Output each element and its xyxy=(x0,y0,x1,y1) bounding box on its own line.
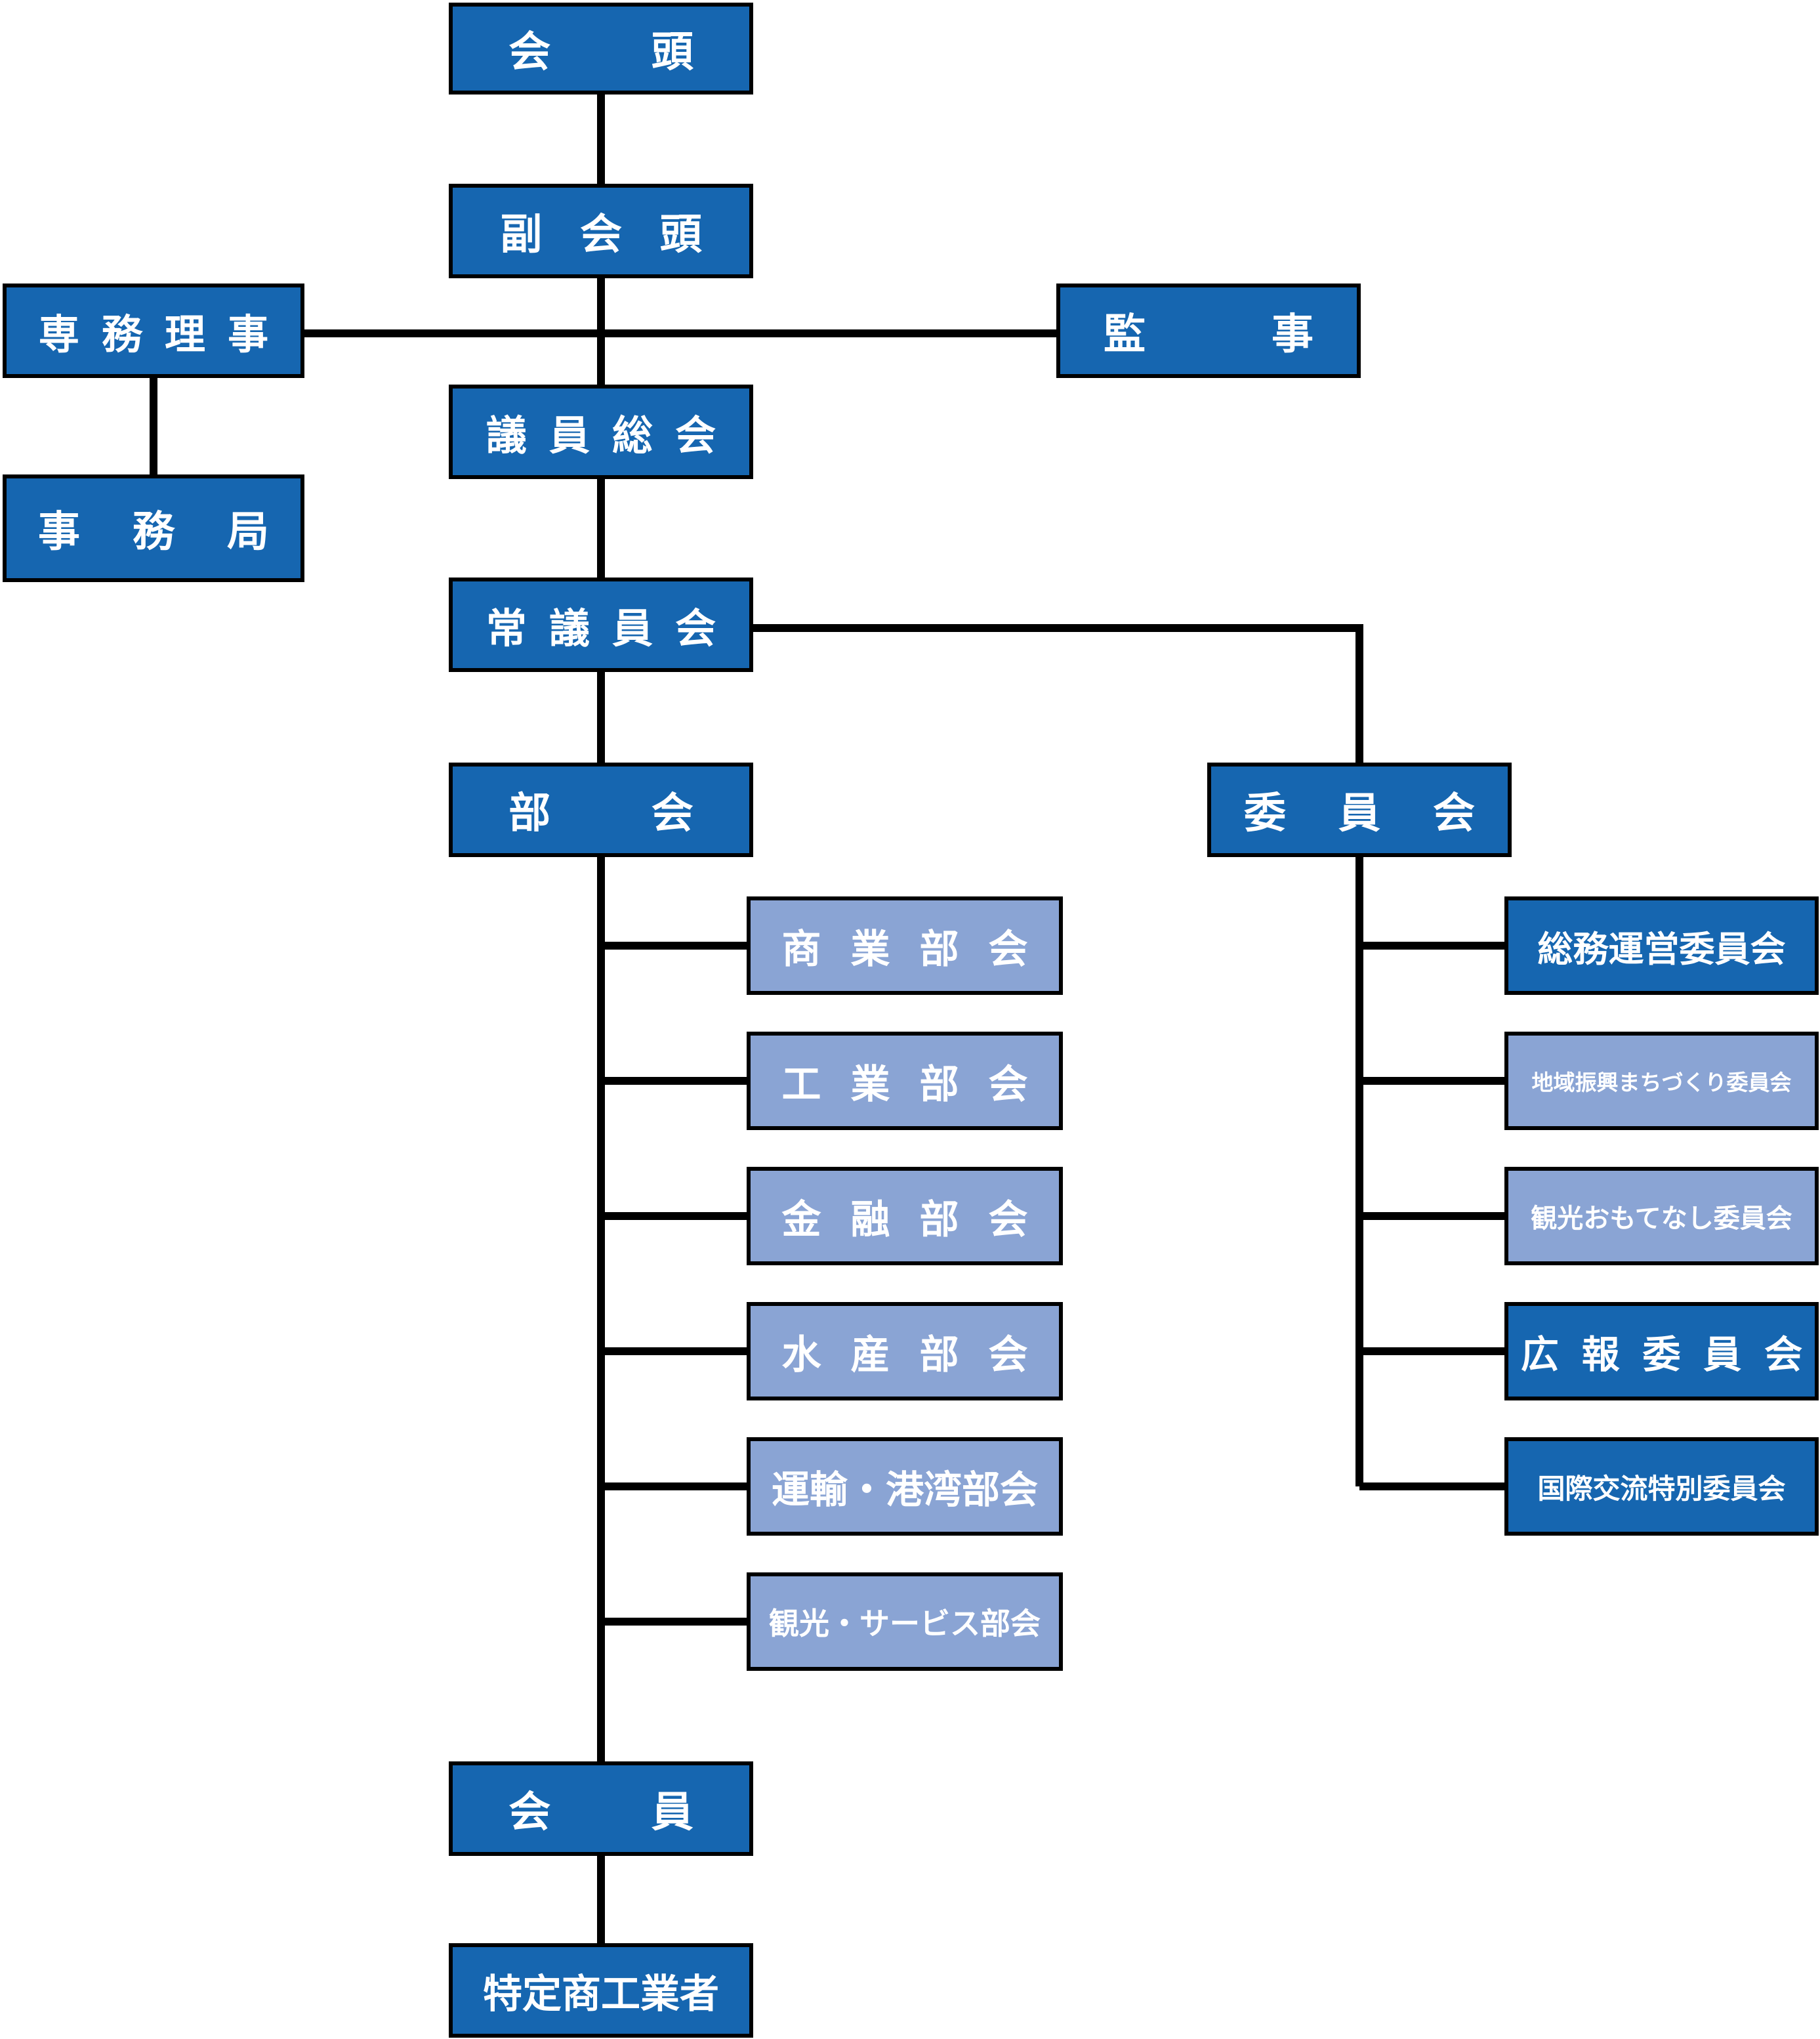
node-iinkai: 委員会 xyxy=(1207,763,1512,857)
bukai-item: 観光・サービス部会 xyxy=(747,1572,1063,1671)
node-jimukyoku: 事務局 xyxy=(3,474,304,582)
iinkai-item: 地域振興まちづくり委員会 xyxy=(1504,1032,1819,1130)
node-giin-sokai: 議員総会 xyxy=(449,385,753,479)
bukai-item: 商業部会 xyxy=(747,896,1063,995)
node-bukai: 部会 xyxy=(449,763,753,857)
bukai-item: 金融部会 xyxy=(747,1167,1063,1265)
bukai-item: 工業部会 xyxy=(747,1032,1063,1130)
node-kanji: 監事 xyxy=(1056,284,1361,378)
iinkai-item: 国際交流特別委員会 xyxy=(1504,1437,1819,1536)
bukai-item: 運輸・港湾部会 xyxy=(747,1437,1063,1536)
bukai-item: 水産部会 xyxy=(747,1302,1063,1400)
node-kaito: 会頭 xyxy=(449,3,753,95)
node-tokutei: 特定商工業者 xyxy=(449,1943,753,2038)
iinkai-item: 観光おもてなし委員会 xyxy=(1504,1167,1819,1265)
iinkai-item: 総務運営委員会 xyxy=(1504,896,1819,995)
line-jogiin-iinkai xyxy=(751,624,1363,765)
iinkai-item: 広報委員会 xyxy=(1504,1302,1819,1400)
node-kaiin: 会員 xyxy=(449,1761,753,1856)
node-jogiin-kai: 常議員会 xyxy=(449,578,753,672)
node-senmu-riji: 専務理事 xyxy=(3,284,304,378)
node-fuku-kaito: 副会頭 xyxy=(449,184,753,278)
